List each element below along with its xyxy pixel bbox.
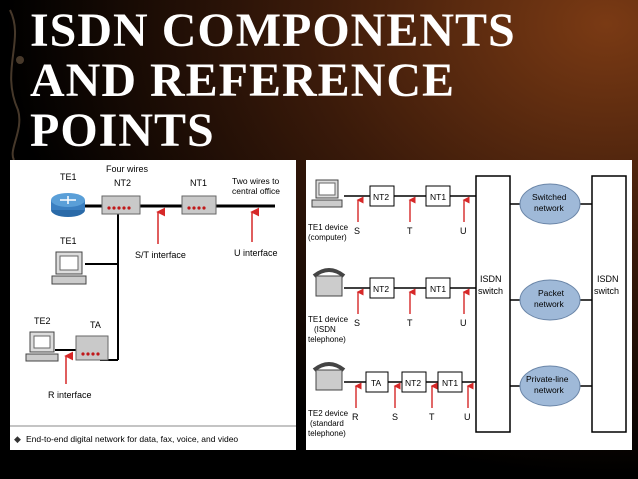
row3-device-label-2: (standard xyxy=(310,419,344,428)
decorative-swirl xyxy=(9,9,24,160)
isdn-switch-left xyxy=(475,175,511,433)
switched-network-cloud xyxy=(510,183,592,225)
isdn-switch-right-label-1: ISDN xyxy=(597,274,619,284)
caption-bullet: ◆ xyxy=(14,434,21,444)
te2-computer-icon xyxy=(25,331,59,362)
st-interface-label: S/T interface xyxy=(135,250,186,260)
row1-nt2-label: NT2 xyxy=(373,192,389,202)
isdn-switch-left-label-2: switch xyxy=(478,286,503,296)
row2-label-t: T xyxy=(407,318,413,328)
row3-ta-box xyxy=(365,371,389,393)
row1-nt1-label: NT1 xyxy=(430,192,446,202)
row3-nt2-box xyxy=(401,371,427,393)
slide-title: ISDN COMPONENTS AND REFERENCE POINTS xyxy=(30,6,630,156)
cloud2-label-2: network xyxy=(534,299,565,309)
row2-device-label-3: telephone) xyxy=(308,335,346,344)
row3-label-r: R xyxy=(352,412,359,422)
row2-phone-icon xyxy=(312,268,346,297)
ta-device xyxy=(75,335,109,361)
cloud2-label-1: Packet xyxy=(538,288,565,298)
row2-label-s: S xyxy=(354,318,360,328)
row3-nt1-label: NT1 xyxy=(442,378,458,388)
private-line-network-cloud xyxy=(510,365,592,407)
te2-label: TE2 xyxy=(34,316,51,326)
title-line-3: POINTS xyxy=(30,104,215,157)
isdn-reference-points-diagram: ISDN switch ISDN switch Switched network… xyxy=(306,160,632,450)
u-interface-label: U interface xyxy=(234,248,278,258)
r-interface-label: R interface xyxy=(48,390,92,400)
cloud1-label-1: Switched xyxy=(532,192,567,202)
cloud3-label-2: network xyxy=(534,385,565,395)
two-wires-label-1: Two wires to xyxy=(232,176,280,186)
nt2-device xyxy=(101,195,141,215)
computer-icon xyxy=(51,251,87,285)
nt1-device xyxy=(181,195,217,215)
ta-label: TA xyxy=(90,320,101,330)
nt1-label: NT1 xyxy=(190,178,207,188)
row3-label-t: T xyxy=(429,412,435,422)
row2-device-label-2: (ISDN xyxy=(314,325,336,334)
row3-nt1-box xyxy=(437,371,463,393)
row1-device-label-2: (computer) xyxy=(308,233,347,242)
row3-nt2-label: NT2 xyxy=(405,378,421,388)
isdn-topology-diagram: TE1 Four wires NT2 NT1 Two wires to cent… xyxy=(10,160,296,450)
caption-text: End-to-end digital network for data, fax… xyxy=(26,434,238,444)
cloud1-label-2: network xyxy=(534,203,565,213)
row1-label-t: T xyxy=(407,226,413,236)
row1-computer-icon xyxy=(311,179,343,208)
two-wires-label-2: central office xyxy=(232,186,280,196)
row1-label-s: S xyxy=(354,226,360,236)
title-line-2: AND REFERENCE xyxy=(30,54,456,107)
row3-label-u: U xyxy=(464,412,471,422)
row3-device-label-1: TE2 device xyxy=(308,409,349,418)
row1-device-label-1: TE1 device xyxy=(308,223,349,232)
row2-nt2-box xyxy=(369,277,395,299)
te1-second-label: TE1 xyxy=(60,236,77,246)
title-line-1: ISDN COMPONENTS xyxy=(30,4,516,57)
isdn-switch-left-label-1: ISDN xyxy=(480,274,502,284)
nt2-label: NT2 xyxy=(114,178,131,188)
row3-ta-label: TA xyxy=(371,378,382,388)
isdn-switch-right xyxy=(591,175,627,433)
row2-nt1-label: NT1 xyxy=(430,284,446,294)
row3-label-s: S xyxy=(392,412,398,422)
isdn-switch-right-label-2: switch xyxy=(594,286,619,296)
row1-label-u: U xyxy=(460,226,467,236)
row2-nt2-label: NT2 xyxy=(373,284,389,294)
four-wires-label: Four wires xyxy=(106,164,149,174)
row2-device-label-1: TE1 device xyxy=(308,315,349,324)
te1-top-label: TE1 xyxy=(60,172,77,182)
row2-label-u: U xyxy=(460,318,467,328)
row2-nt1-box xyxy=(425,277,451,299)
packet-network-cloud xyxy=(510,279,592,321)
row3-device-label-3: telephone) xyxy=(308,429,346,438)
row3-phone-icon xyxy=(312,362,346,391)
row1-nt1-box xyxy=(425,185,451,207)
row1-nt2-box xyxy=(369,185,395,207)
router-icon xyxy=(51,193,85,217)
cloud3-label-1: Private-line xyxy=(526,374,569,384)
